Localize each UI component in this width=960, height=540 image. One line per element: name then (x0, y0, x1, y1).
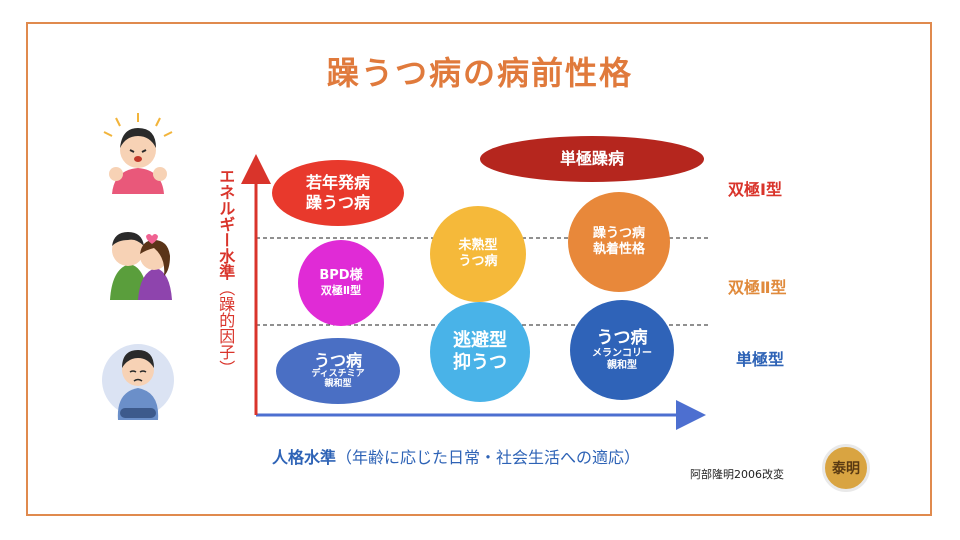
tier-label-unipolar: 単極型 (736, 350, 785, 369)
blob-youth-manic-line2: 躁うつ病 (305, 193, 370, 212)
x-axis-label-main: 人格水準 (272, 448, 337, 467)
excited-person-icon (103, 113, 173, 194)
blob-melancholic-line2: メランコリー (592, 348, 652, 360)
blob-dysthymia-line1: うつ病 (313, 351, 362, 371)
blob-immature-line2: うつ病 (458, 254, 498, 269)
y-axis-label-main: エネルギー水準 (216, 168, 236, 280)
blob-immature-line1: 未熟型 (458, 237, 498, 253)
blob-dysthymia-line2: ディスチミア (311, 368, 365, 379)
x-axis-label: 人格水準（年齢に応じた日常・社会生活への適応） (272, 444, 640, 468)
slide-frame (26, 22, 932, 516)
blob-avoidant-line2: 抑うつ (453, 352, 507, 373)
blob-bpd-line1: BPD様 (319, 268, 363, 283)
blob-melancholic-line3: 親和型 (607, 359, 637, 371)
blob-youth-manic-line1: 若年発病 (305, 173, 370, 192)
clinic-logo-text: 泰明 (832, 461, 860, 477)
tier-label-bipolar-1: 双極Ⅰ型 (728, 180, 782, 199)
tier-label-bipolar-2: 双極Ⅱ型 (728, 278, 787, 297)
blob-bpd-bipolar-2: BPD様 双極Ⅱ型 (298, 240, 384, 326)
y-axis-label: エネルギー水準 （躁的因子） (212, 168, 238, 376)
blob-immature-depression: 未熟型 うつ病 (430, 206, 526, 302)
blob-melancholic-line1: うつ病 (596, 327, 648, 348)
blob-unipolar-mania-label: 単極躁病 (559, 149, 624, 168)
blob-dysthymia-depression: うつ病 ディスチミア 親和型 (276, 338, 400, 404)
blob-youth-manic-depression: 若年発病 躁うつ病 (272, 160, 404, 226)
hugging-couple-icon (110, 232, 172, 300)
blob-obsessive-line2: 執着性格 (592, 242, 645, 257)
blob-melancholic-depression: うつ病 メランコリー 親和型 (570, 300, 674, 400)
y-axis-label-sub: （躁的因子） (216, 280, 236, 376)
blob-dysthymia-line3: 親和型 (324, 378, 352, 389)
x-axis-label-sub: （年齢に応じた日常・社会生活への適応） (336, 448, 641, 467)
blob-obsessive-manic-depression: 躁うつ病 執着性格 (568, 192, 670, 292)
blob-bpd-line2: 双極Ⅱ型 (320, 284, 362, 298)
blob-unipolar-mania: 単極躁病 (480, 136, 704, 182)
blob-obsessive-line1: 躁うつ病 (592, 225, 645, 241)
blob-avoidant-line1: 逃避型 (453, 329, 507, 351)
blob-avoidant-depression: 逃避型 抑うつ (430, 302, 530, 402)
clinic-logo: 泰明 (822, 444, 870, 492)
page-title: 躁うつ病の病前性格 (326, 54, 633, 92)
sad-person-icon (102, 344, 174, 420)
citation: 阿部隆明2006改変 (690, 468, 784, 481)
